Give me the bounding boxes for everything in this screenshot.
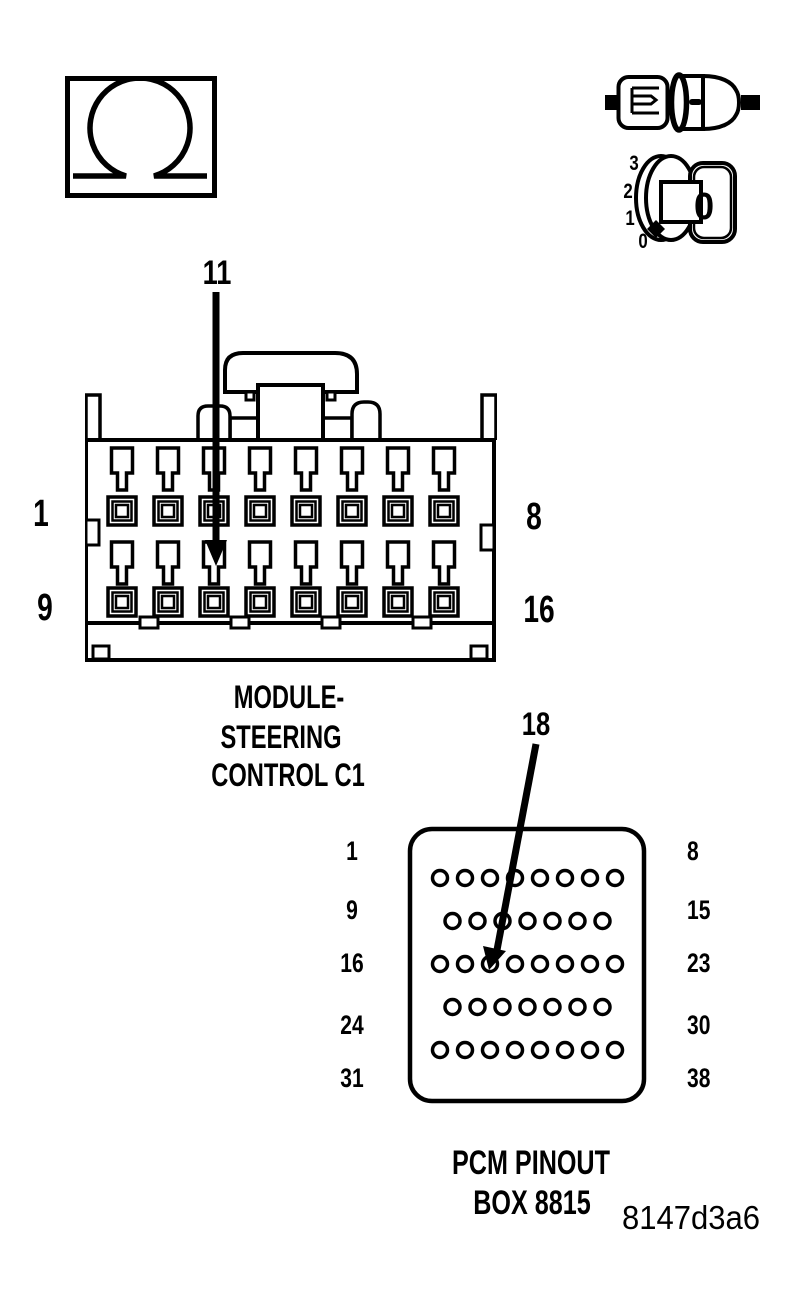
dial-tick-0: 0: [638, 230, 648, 253]
callout-label-18: 18: [521, 706, 551, 742]
pcm-row1-left-label: 1: [346, 836, 358, 866]
steering-caption-line1: MODULE-: [233, 679, 345, 715]
steering-caption-line2: STEERING: [220, 719, 342, 755]
pcm-row1-right-label: 8: [687, 836, 699, 866]
male-terminal: [630, 86, 659, 115]
pcm-row4-left-label: 24: [340, 1010, 364, 1040]
left-wire-stub: [605, 95, 619, 110]
female-connector-cap: [701, 73, 741, 132]
ohmmeter-icon: [65, 76, 217, 198]
pcm-row3-right-label: 23: [687, 948, 711, 978]
connector-mating-icon: [605, 72, 760, 133]
pcm-pins: [430, 868, 625, 1060]
steering-pin-label-1: 1: [33, 493, 49, 535]
terminal-slot: [689, 99, 702, 105]
pcm-row2-right-label: 15: [687, 895, 711, 925]
dial-display-value: 0: [693, 186, 715, 228]
omega-symbol: [73, 76, 207, 179]
pcm-caption-line1: PCM PINOUT: [452, 1144, 610, 1182]
pcm-row5-right-label: 38: [687, 1063, 711, 1093]
pcm-row4-right-label: 30: [687, 1010, 711, 1040]
steering-pin-label-8: 8: [526, 496, 542, 538]
dial-tick-3: 3: [629, 152, 639, 175]
pcm-connector-diagram: [407, 826, 647, 1104]
part-code: 8147d3a6: [622, 1199, 761, 1236]
female-connector-ring: [668, 72, 690, 133]
dial-pointer-marker: [647, 220, 665, 238]
connector-latch: [196, 351, 382, 442]
steering-pin-label-9: 9: [37, 587, 53, 629]
dial-tick-2: 2: [623, 180, 633, 203]
dial-slot: [659, 180, 703, 224]
pcm-row3-left-label: 16: [340, 948, 364, 978]
callout-label-11: 11: [202, 254, 232, 292]
dial-tick-1: 1: [625, 207, 635, 230]
steering-connector-diagram: [85, 351, 497, 662]
steering-pin-label-16: 16: [523, 589, 555, 631]
right-wire-stub: [741, 95, 760, 110]
pcm-caption-line2: BOX 8815: [473, 1184, 591, 1222]
rotary-dial-icon: [634, 154, 737, 244]
pcm-row5-left-label: 31: [340, 1063, 364, 1093]
pcm-row2-left-label: 9: [346, 895, 358, 925]
steering-caption-line3: CONTROL C1: [211, 757, 365, 793]
